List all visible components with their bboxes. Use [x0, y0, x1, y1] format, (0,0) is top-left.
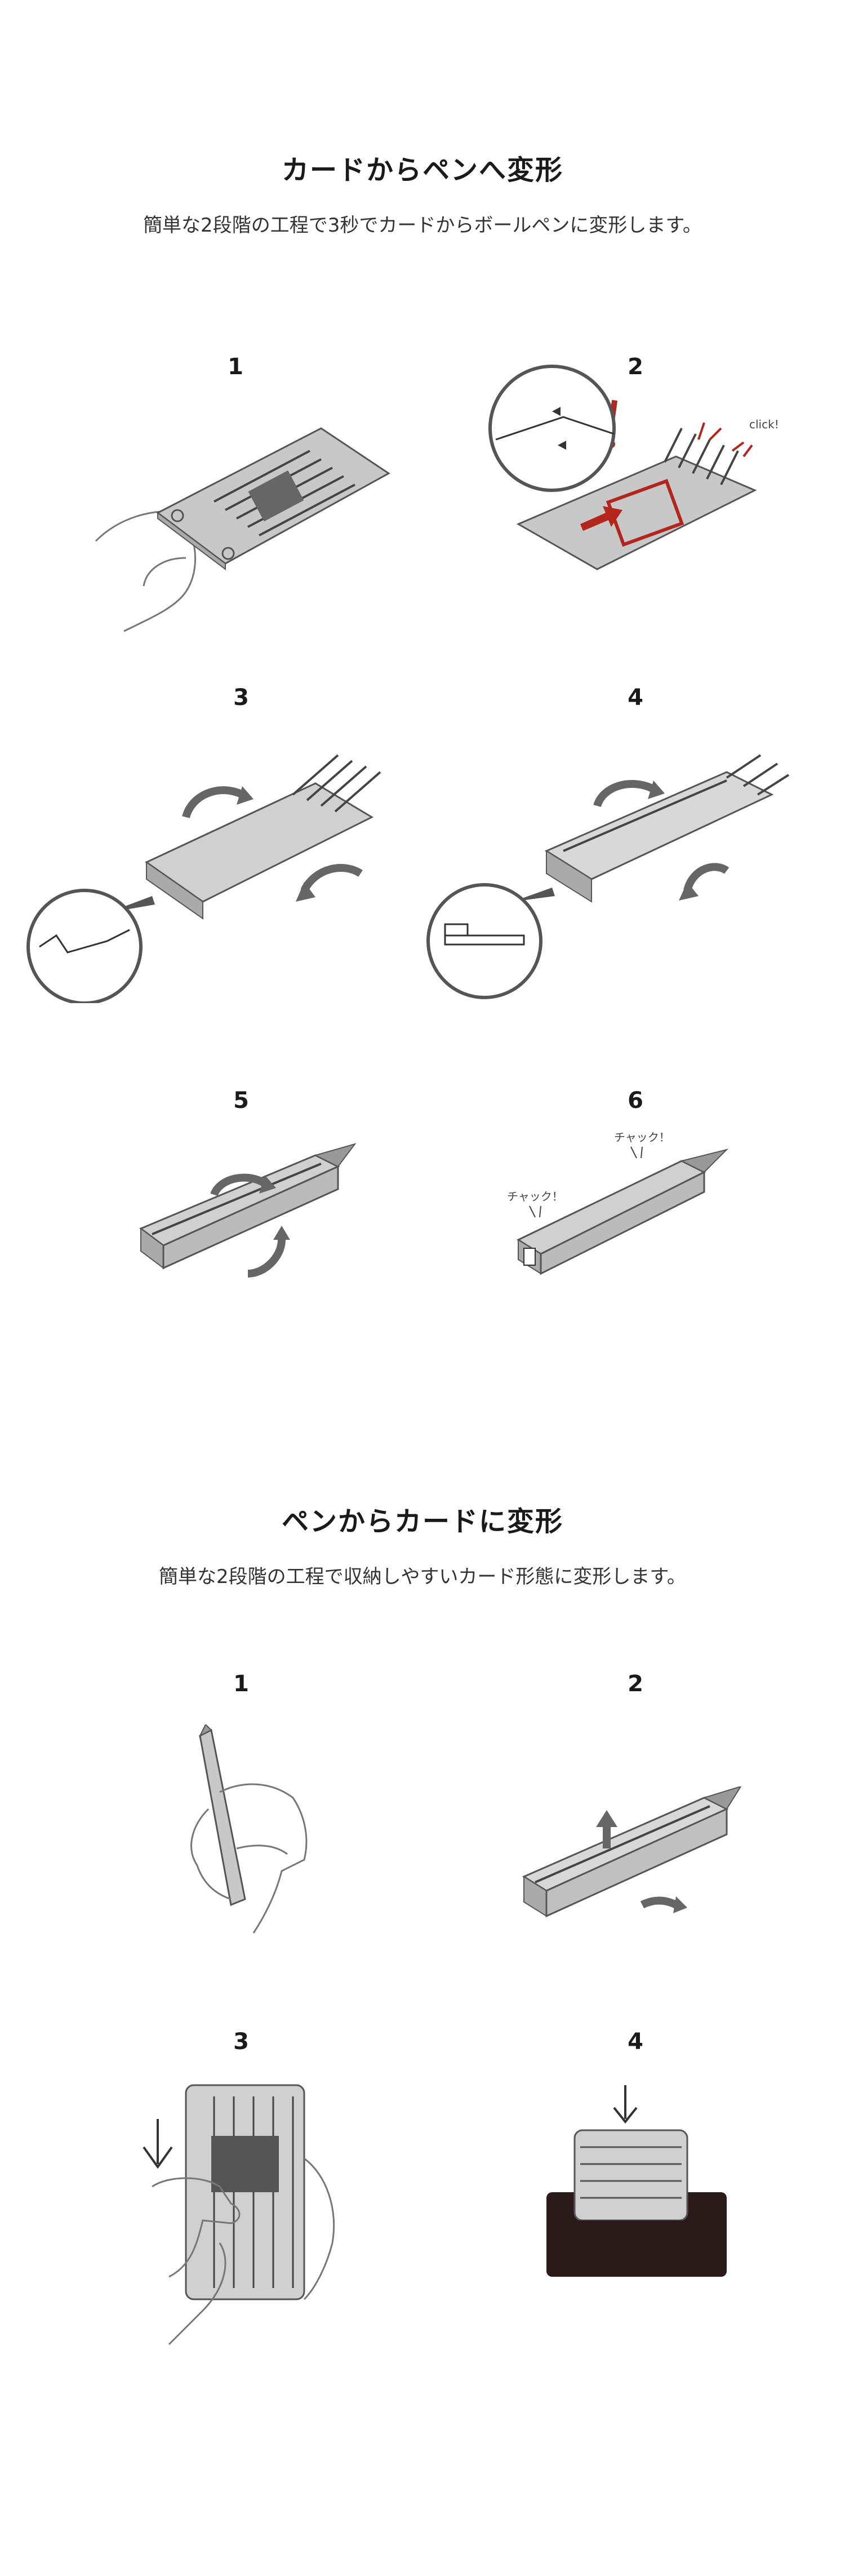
s1-step-4-number: 4	[628, 685, 643, 711]
s1-chack-label-a: チャック！	[507, 1190, 563, 1203]
s2-step-4-number: 4	[628, 2029, 643, 2055]
s1-step-4-illustration	[422, 733, 794, 1003]
s1-step-6-illustration: チャック！ チャック！	[496, 1105, 732, 1291]
s2-step-3-number: 3	[233, 2029, 249, 2055]
s1-step-1-number: 1	[228, 354, 243, 380]
s1-click-label: click!	[749, 418, 779, 431]
s2-step-2-number: 2	[628, 1671, 643, 1697]
s2-step-2-illustration	[518, 1786, 744, 1944]
s1-step-2-number: 2	[628, 354, 643, 380]
s1-step-5-illustration	[130, 1133, 366, 1291]
s2-step-3-illustration	[135, 2074, 372, 2356]
s1-step-3-number: 3	[233, 685, 249, 711]
s1-step-6-number: 6	[628, 1088, 643, 1114]
s1-step-1-illustration	[84, 406, 400, 642]
s1-chack-label-b: チャック！	[614, 1130, 670, 1144]
s2-step-1-illustration	[169, 1724, 338, 1939]
section1-subtitle: 簡単な2段階の工程で3秒でカードからボールペンに変形します。	[143, 214, 702, 237]
s1-step-5-number: 5	[233, 1088, 249, 1114]
section2-subtitle: 簡単な2段階の工程で収納しやすいカード形態に変形します。	[159, 1566, 686, 1588]
s1-step-3-illustration	[23, 733, 394, 1003]
section2-title: ペンからカードに変形	[281, 1506, 563, 1537]
s2-step-4-illustration	[535, 2085, 727, 2288]
s1-step-2-illustration: click!	[484, 355, 800, 603]
section1-title: カードからペンへ変形	[281, 154, 563, 186]
s2-step-1-number: 1	[233, 1671, 249, 1697]
